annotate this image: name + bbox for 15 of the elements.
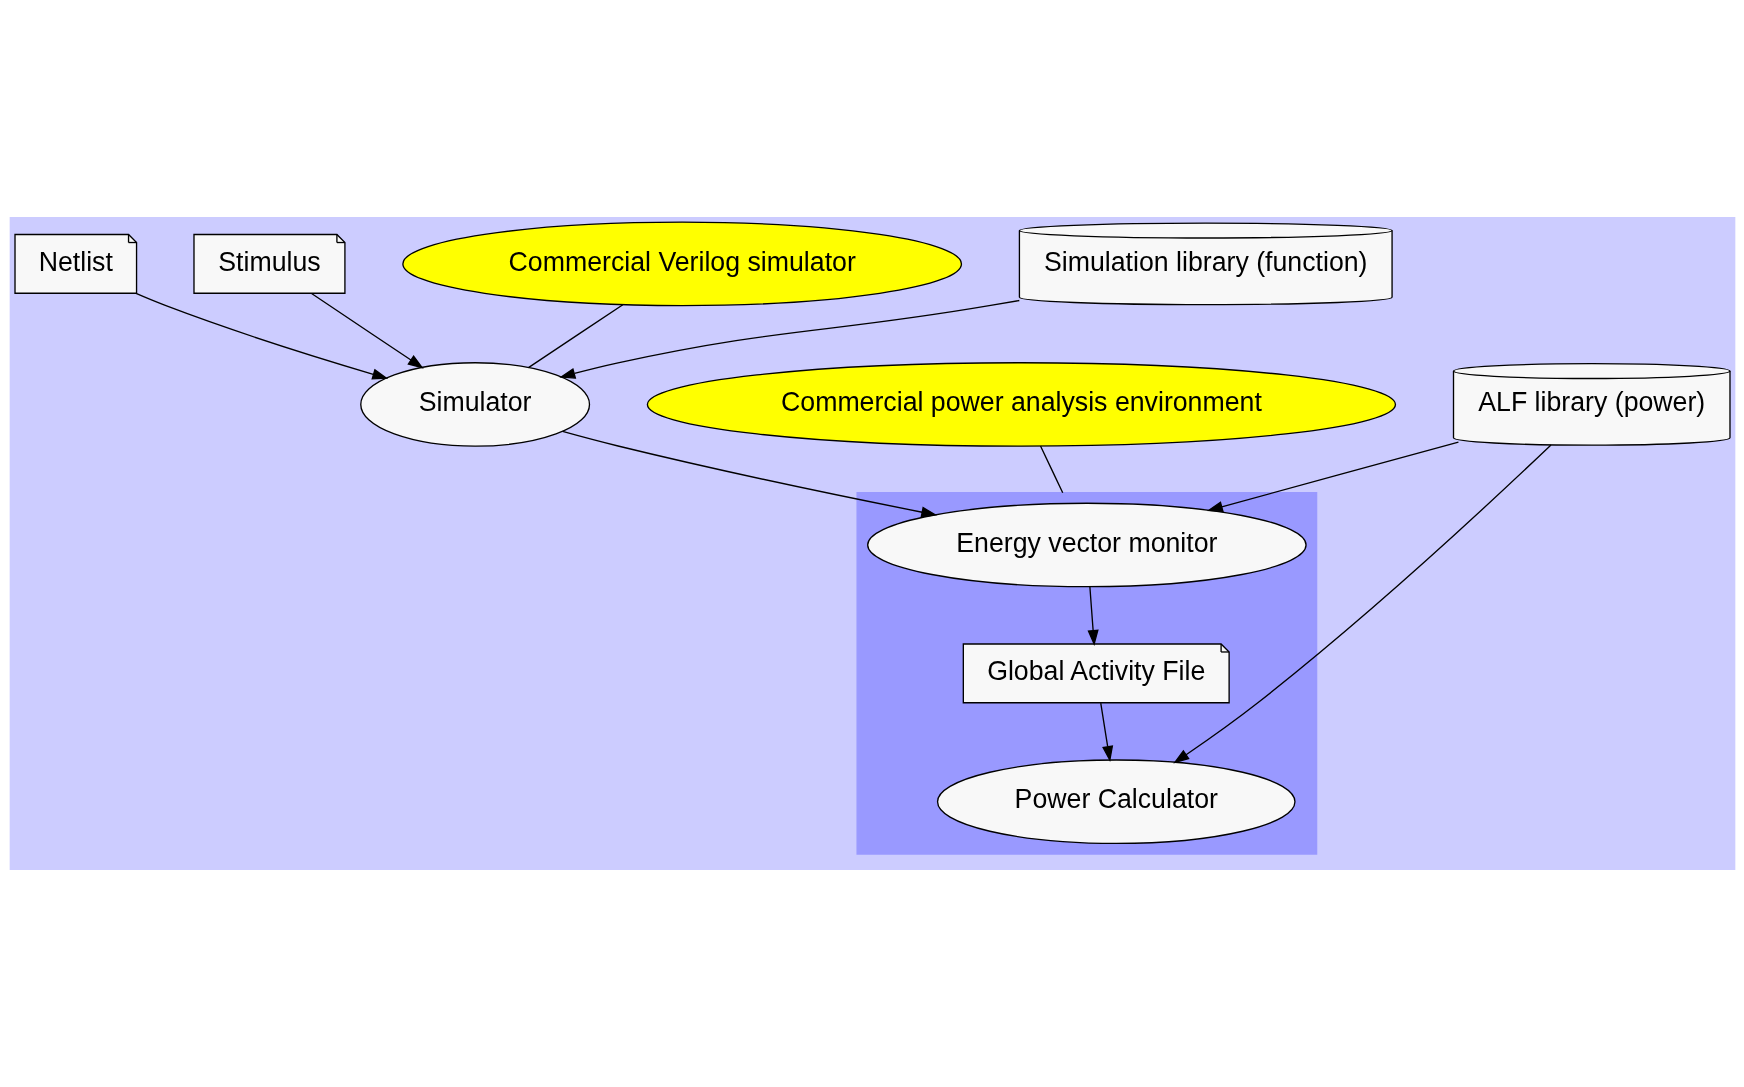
arrow — [558, 299, 1020, 379]
arrow — [310, 292, 424, 369]
arrow — [134, 292, 388, 380]
cluster — [855, 492, 1317, 855]
arrow — [561, 430, 937, 518]
node-ellipse: Commercial power analysis environment — [646, 362, 1396, 447]
node-ellipse: Commercial Verilog simulator — [401, 221, 962, 307]
arrow — [1172, 444, 1552, 764]
connector — [1039, 445, 1063, 494]
node-ellipse: Power Calculator — [936, 759, 1296, 845]
arrow — [1206, 441, 1459, 513]
node-ellipse: Simulator — [359, 362, 590, 447]
connector — [527, 304, 623, 369]
arrow — [1087, 586, 1099, 646]
arrow — [1099, 702, 1113, 763]
